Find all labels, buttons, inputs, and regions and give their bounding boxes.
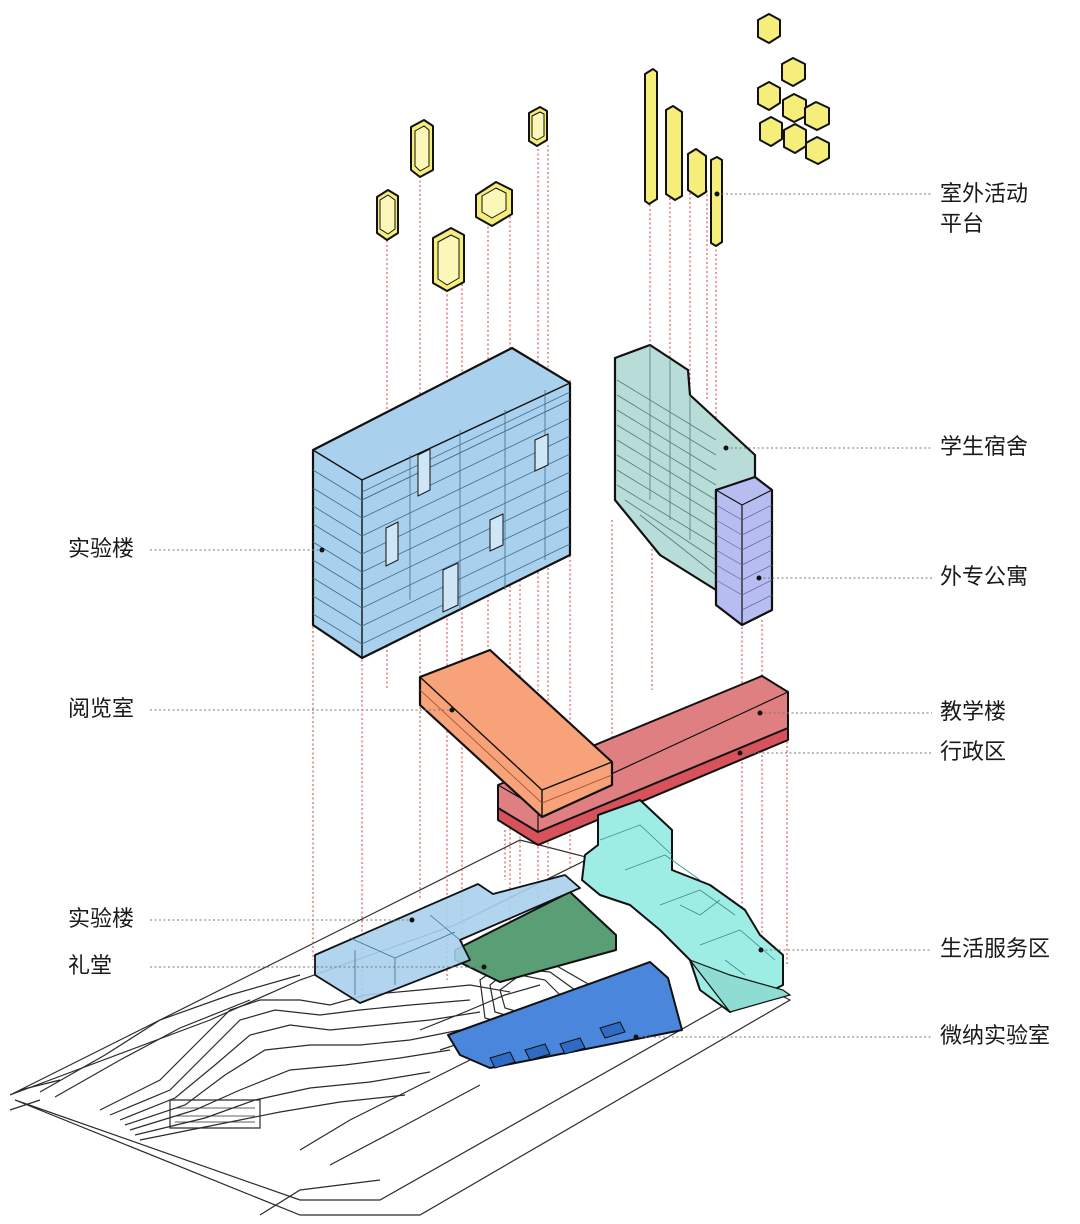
label-anchor-dots [319, 191, 764, 1040]
label-lab-building-lower: 实验楼 [68, 907, 135, 932]
label-auditorium: 礼堂 [68, 954, 113, 979]
label-micro-nano-lab: 微纳实验室 [940, 1024, 1051, 1049]
label-student-dormitory: 学生宿舍 [940, 435, 1029, 460]
reading-room [418, 648, 614, 819]
label-outdoor-platform-line1: 室外活动 [940, 182, 1029, 207]
label-life-service-area: 生活服务区 [940, 937, 1051, 962]
foreign-expert-apartment [714, 475, 774, 627]
label-teaching-building: 教学楼 [940, 700, 1007, 725]
label-leaders [150, 193, 932, 1038]
label-foreign-expert-apartment: 外专公寓 [940, 565, 1029, 590]
label-reading-room: 阅览室 [68, 697, 135, 722]
label-administration: 行政区 [940, 740, 1007, 765]
micro-nano-lab [447, 961, 683, 1069]
label-outdoor-platform-line2: 平台 [940, 212, 985, 237]
outdoor-platforms [376, 13, 830, 292]
lab-building-upper [311, 346, 572, 660]
lab-building-lower [314, 874, 581, 1004]
label-lab-building-upper: 实验楼 [68, 537, 135, 562]
life-service-area [581, 799, 792, 1013]
